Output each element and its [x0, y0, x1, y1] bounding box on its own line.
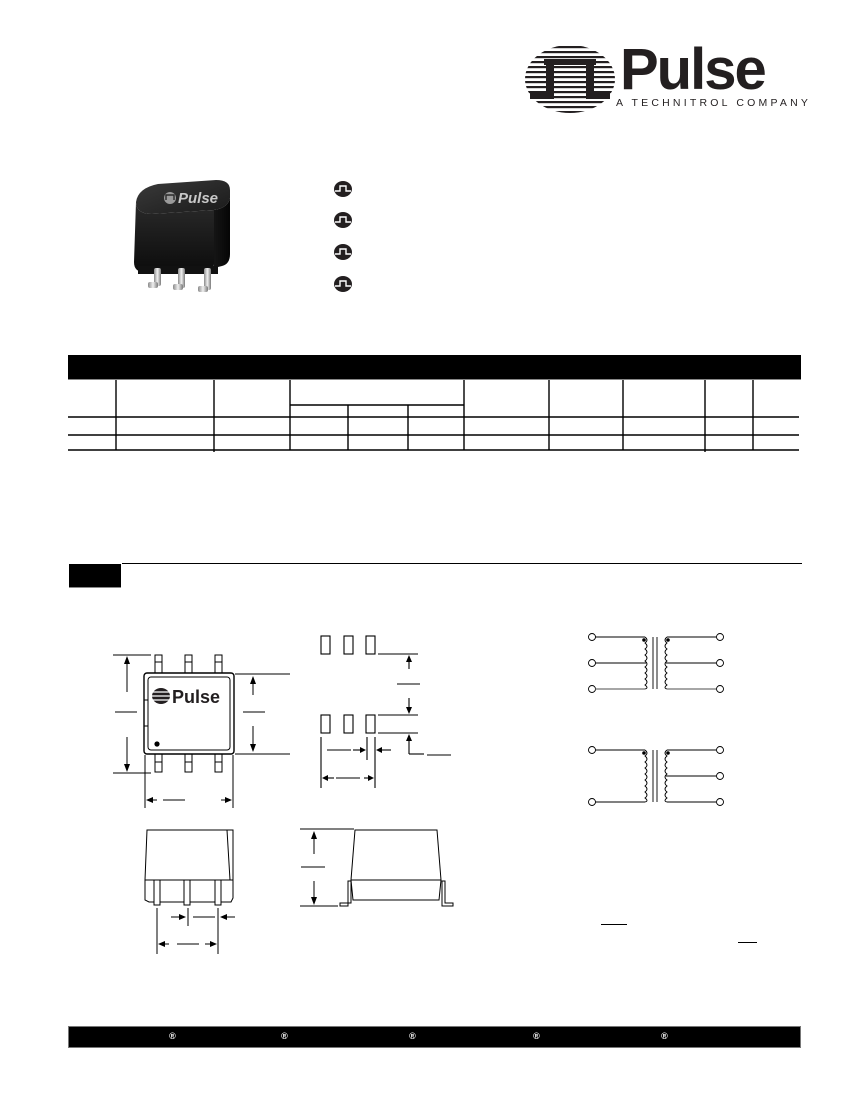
product-marking: Pulse — [178, 190, 218, 207]
section-divider — [122, 563, 802, 564]
spec-table-grid — [68, 380, 799, 452]
side-view-drawings — [144, 828, 454, 954]
pulse-bullet-icon — [334, 276, 352, 292]
top-view-drawing: Pulse — [113, 654, 290, 808]
footer-registered-mark: ® — [169, 1031, 176, 1041]
transformer-component-photo: Pulse — [134, 180, 230, 292]
pad-layout-drawing — [320, 635, 451, 788]
top-view-marking: Pulse — [172, 687, 220, 707]
pulse-logo: Pulse A TECHNITROL COMPANY — [524, 37, 808, 114]
pulse-bullet-icon — [334, 244, 352, 260]
overline-mark — [601, 924, 627, 925]
product-photo: Pulse — [118, 168, 248, 298]
logo-tagline: A TECHNITROL COMPANY — [616, 97, 812, 109]
spec-table — [68, 380, 799, 452]
mechanical-section-tab — [69, 564, 121, 588]
pulse-bullet-icon — [334, 212, 352, 228]
footer-registered-mark: ® — [661, 1031, 668, 1041]
feature-bullet — [334, 211, 754, 229]
spec-table-row — [68, 418, 799, 434]
feature-bullet — [334, 243, 754, 261]
schematic-drawing — [588, 633, 724, 806]
feature-bullet — [334, 180, 754, 198]
footer-registered-mark: ® — [533, 1031, 540, 1041]
logo-wordmark: Pulse — [620, 37, 767, 102]
feature-bullet — [334, 275, 754, 293]
overline-mark — [738, 942, 757, 943]
pulse-logo-mark-icon — [152, 688, 170, 704]
footer-registered-mark: ® — [281, 1031, 288, 1041]
footer-bar: ® ® ® ® ® — [68, 1026, 801, 1048]
pulse-bullet-icon — [334, 181, 352, 197]
pulse-waveform-globe-icon — [525, 46, 615, 113]
spec-table-row — [68, 436, 799, 450]
spec-table-title-bar — [68, 355, 801, 380]
footer-registered-mark: ® — [409, 1031, 416, 1041]
